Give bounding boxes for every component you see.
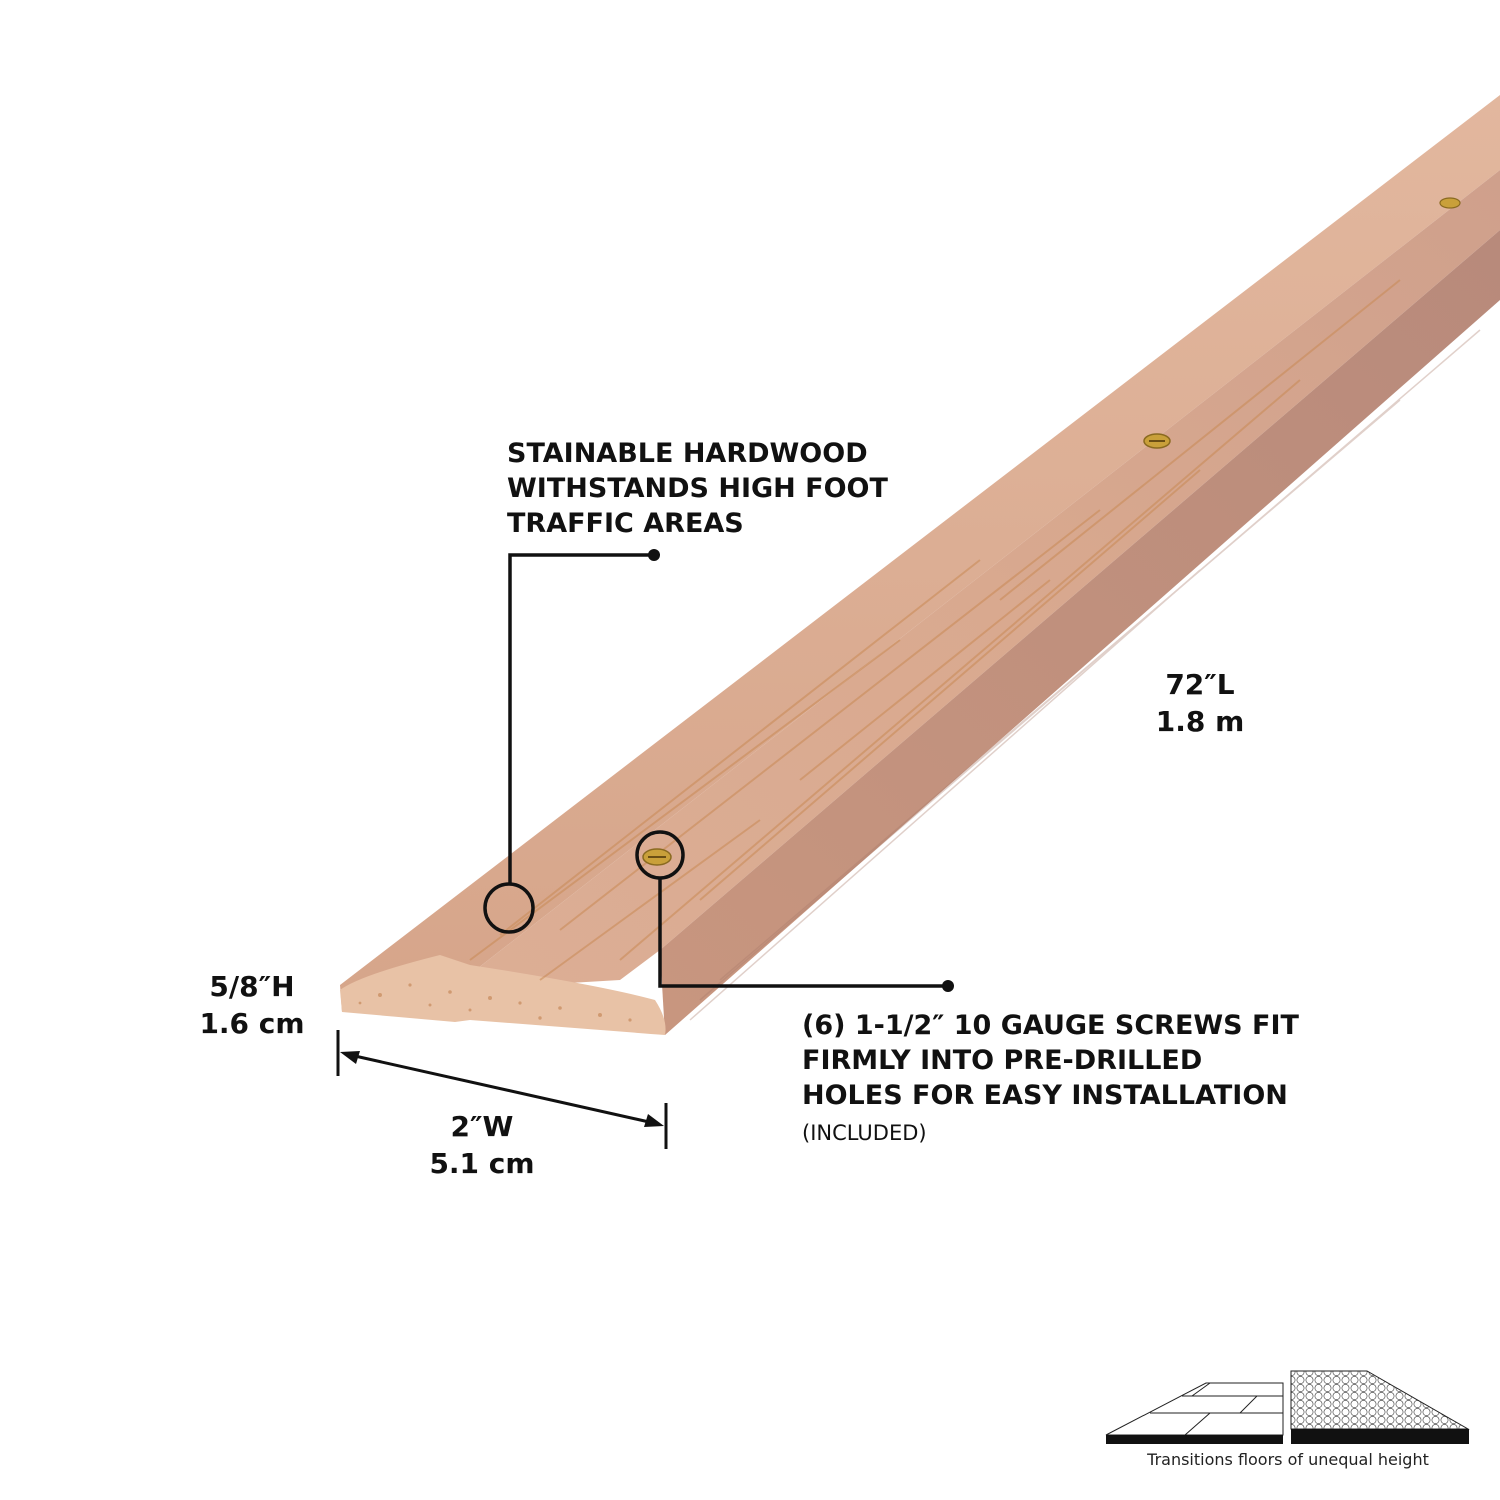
included-note: (INCLUDED) xyxy=(802,1121,927,1145)
wood-side-face xyxy=(660,230,1500,1035)
screws-callout-line xyxy=(635,830,948,988)
callout-line: HOLES FOR EASY INSTALLATION xyxy=(802,1080,1288,1111)
wood-top-face xyxy=(450,170,1500,990)
height-metric: 1.6 cm xyxy=(199,1007,305,1040)
callout-line: WITHSTANDS HIGH FOOT xyxy=(507,473,888,504)
width-dimension: 2″W 5.1 cm xyxy=(420,1108,544,1182)
wood-bevel-face xyxy=(340,95,1500,1012)
callout-dot xyxy=(942,980,954,992)
height-imperial: 5/8″H xyxy=(209,970,295,1003)
width-imperial: 2″W xyxy=(450,1110,514,1143)
screw-head-icon xyxy=(1439,197,1461,209)
wood-strip xyxy=(340,95,1500,1035)
length-dimension: 72″L 1.8 m xyxy=(1140,666,1260,740)
screw-head-icon xyxy=(1143,433,1171,449)
callout-line: TRAFFIC AREAS xyxy=(507,508,744,539)
floor-transition-diagram-icon xyxy=(1105,1370,1470,1444)
screw-head-icon xyxy=(642,848,672,866)
hardwood-callout-line xyxy=(483,553,654,934)
callout-line: FIRMLY INTO PRE-DRILLED xyxy=(802,1045,1203,1076)
length-metric: 1.8 m xyxy=(1155,705,1245,738)
hardwood-callout-text: STAINABLE HARDWOOD WITHSTANDS HIGH FOOT … xyxy=(507,436,888,541)
callout-dot xyxy=(648,549,660,561)
wood-end-grain xyxy=(340,955,666,1035)
width-metric: 5.1 cm xyxy=(429,1147,535,1180)
width-dimension-arrow xyxy=(336,1030,668,1149)
length-imperial: 72″L xyxy=(1165,668,1235,701)
height-dimension: 5/8″H 1.6 cm xyxy=(190,968,314,1042)
callout-line: STAINABLE HARDWOOD xyxy=(507,438,868,469)
callout-line: (6) 1-1/2″ 10 GAUGE SCREWS FIT xyxy=(802,1010,1299,1041)
screws-callout-text: (6) 1-1/2″ 10 GAUGE SCREWS FIT FIRMLY IN… xyxy=(802,1008,1299,1147)
legend-caption: Transitions floors of unequal height xyxy=(1147,1450,1429,1469)
